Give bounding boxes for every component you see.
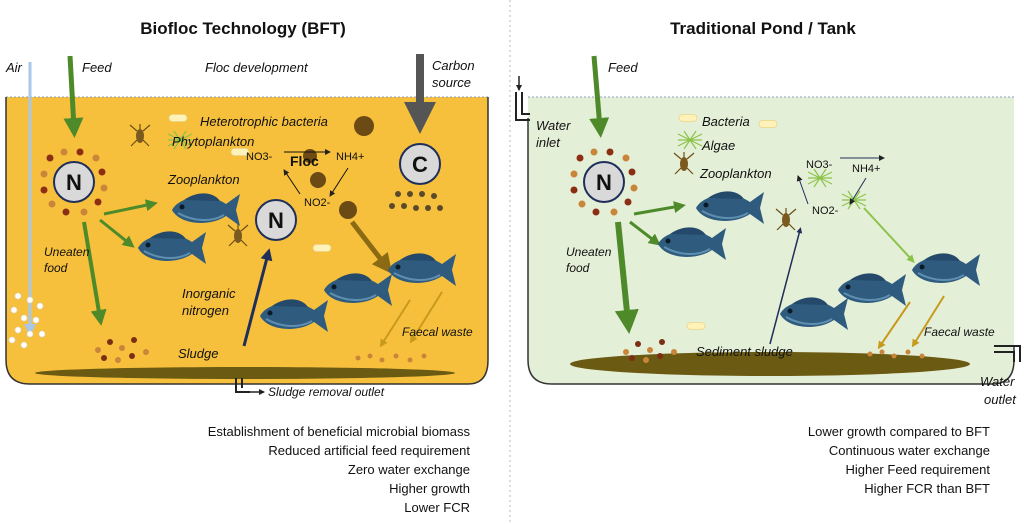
- trad-no2-to-no3-arrow: [796, 175, 809, 205]
- water-outlet-label-2: outlet: [984, 392, 1017, 407]
- carbon-source-label-2: source: [432, 75, 471, 90]
- trad-drawback-2: Continuous water exchange: [829, 443, 990, 458]
- trad-sludge-to-nitrogen-arrow: [769, 227, 803, 345]
- bft-no2-label: NO2-: [304, 197, 331, 209]
- bft-feed-label: Feed: [82, 60, 112, 75]
- water-inlet-label-2: inlet: [536, 135, 561, 150]
- trad-drawback-3: Higher Feed requirement: [845, 462, 990, 477]
- trad-drawbacks-list: Lower growth compared to BFT Continuous …: [808, 424, 990, 496]
- bft-nitrogen-symbol: N: [66, 170, 82, 195]
- bft-air-label: Air: [5, 60, 23, 75]
- sludge-to-nitrogen-arrow: [242, 248, 273, 347]
- bft-title: Biofloc Technology (BFT): [140, 19, 346, 38]
- trad-uneaten-label-2: food: [566, 261, 590, 275]
- bft-benefits-list: Establishment of beneficial microbial bi…: [208, 424, 471, 515]
- bft-no3-label: NO3-: [246, 151, 273, 163]
- uneaten-food-arrow: [82, 221, 107, 326]
- feed-to-fish-arrow-1: [103, 199, 158, 216]
- faecal-arrow-1: [379, 299, 411, 348]
- bft-zooplankton-label: Zooplankton: [167, 172, 240, 187]
- carbon-symbol: C: [412, 152, 428, 177]
- bft-feed-arrow: [63, 55, 84, 138]
- trad-title: Traditional Pond / Tank: [670, 19, 856, 38]
- floc-to-fish-arrow: [350, 220, 393, 274]
- bft-feed-pellets: [40, 148, 108, 216]
- feed-to-fish-arrow-2: [99, 218, 135, 248]
- trad-algae-label: Algae: [701, 138, 735, 153]
- no2-to-no3-arrow: [283, 169, 301, 195]
- bft-nh4-label: NH4+: [336, 151, 364, 163]
- bft-inorganic-nitrogen-symbol: N: [268, 208, 284, 233]
- trad-sediment-bed: [570, 352, 970, 376]
- bft-benefit-4: Higher growth: [389, 481, 470, 496]
- bft-benefit-3: Zero water exchange: [348, 462, 470, 477]
- trad-no3-label: NO3-: [806, 159, 833, 171]
- trad-tank-wall: [527, 118, 1015, 385]
- water-outlet-pipe: [994, 345, 1021, 362]
- phytoplankton-label: Phytoplankton: [172, 134, 254, 149]
- carbon-pellets: [389, 191, 443, 211]
- bft-benefit-5: Lower FCR: [404, 500, 470, 515]
- inorganic-nitrogen-label-1: Inorganic: [182, 286, 236, 301]
- trad-drawback-4: Higher FCR than BFT: [864, 481, 990, 496]
- floc-development-label: Floc development: [205, 60, 309, 75]
- bft-benefit-2: Reduced artificial feed requirement: [268, 443, 470, 458]
- floc-particles-icon: [303, 116, 374, 219]
- heterotrophic-bacteria-label: Heterotrophic bacteria: [200, 114, 328, 129]
- bft-inorganic-nitrogen-circle: [255, 199, 297, 241]
- trad-drawback-1: Lower growth compared to BFT: [808, 424, 990, 439]
- carbon-circle: [399, 143, 441, 185]
- trad-zooplankton-label: Zooplankton: [699, 166, 772, 181]
- sediment-sludge-label: Sediment sludge: [696, 344, 793, 359]
- air-bubbles: [8, 292, 46, 349]
- nh4-to-no2-arrow: [329, 167, 349, 197]
- carbon-source-label-1: Carbon: [432, 58, 475, 73]
- trad-tank-water: [528, 97, 1014, 384]
- bft-sludge-label: Sludge: [178, 346, 218, 361]
- trad-bacteria-label: Bacteria: [702, 114, 750, 129]
- trad-faecal-arrow-2: [911, 295, 945, 348]
- trad-faecal-arrow-1: [877, 301, 911, 350]
- trad-no2-label: NO2-: [812, 205, 839, 217]
- trad-nitrogen-to-fish-arrow: [863, 207, 915, 263]
- bft-tank-water: [6, 97, 488, 384]
- water-inlet-label-1: Water: [536, 118, 571, 133]
- trad-feed-to-fish-arrow-2: [629, 220, 661, 246]
- bft-panel: Biofloc Technology (BFT) Sludge removal …: [5, 19, 489, 515]
- bft-sludge-bed: [35, 367, 455, 379]
- trad-nitrogen-circle: [583, 161, 625, 203]
- trad-panel: Traditional Pond / Tank Water inlet Wate…: [515, 19, 1021, 496]
- trad-uneaten-food-arrow: [614, 221, 639, 334]
- bft-faecal-waste-label: Faecal waste: [402, 325, 473, 339]
- trad-feed-to-fish-arrow-1: [633, 201, 686, 216]
- trad-bottom-waste: [623, 339, 925, 363]
- trad-nh4-to-no2-arrow: [849, 177, 867, 205]
- trad-nh4-label: NH4+: [852, 163, 880, 175]
- floc-label: Floc: [290, 153, 319, 169]
- trad-faecal-waste-label: Faecal waste: [924, 325, 995, 339]
- bft-uneaten-label-1: Uneaten: [44, 245, 90, 259]
- water-outlet-label-1: Water: [980, 374, 1015, 389]
- trad-feed-pellets: [570, 148, 638, 216]
- trad-uneaten-label-1: Uneaten: [566, 245, 612, 259]
- bft-bottom-waste: [95, 337, 427, 363]
- bft-tank-wall: [5, 97, 489, 385]
- bft-sludge-outlet-label: Sludge removal outlet: [268, 385, 385, 399]
- faecal-arrow-2: [409, 291, 443, 344]
- bft-sludge-outlet-pipe: [235, 378, 250, 393]
- bft-nitrogen-circle: [53, 161, 95, 203]
- bft-uneaten-label-2: food: [44, 261, 68, 275]
- trad-feed-arrow: [589, 55, 610, 138]
- trad-nitrogen-symbol: N: [596, 170, 612, 195]
- trad-feed-label: Feed: [608, 60, 638, 75]
- water-inlet-pipe: [515, 92, 530, 121]
- inorganic-nitrogen-label-2: nitrogen: [182, 303, 229, 318]
- bft-benefit-1: Establishment of beneficial microbial bi…: [208, 424, 471, 439]
